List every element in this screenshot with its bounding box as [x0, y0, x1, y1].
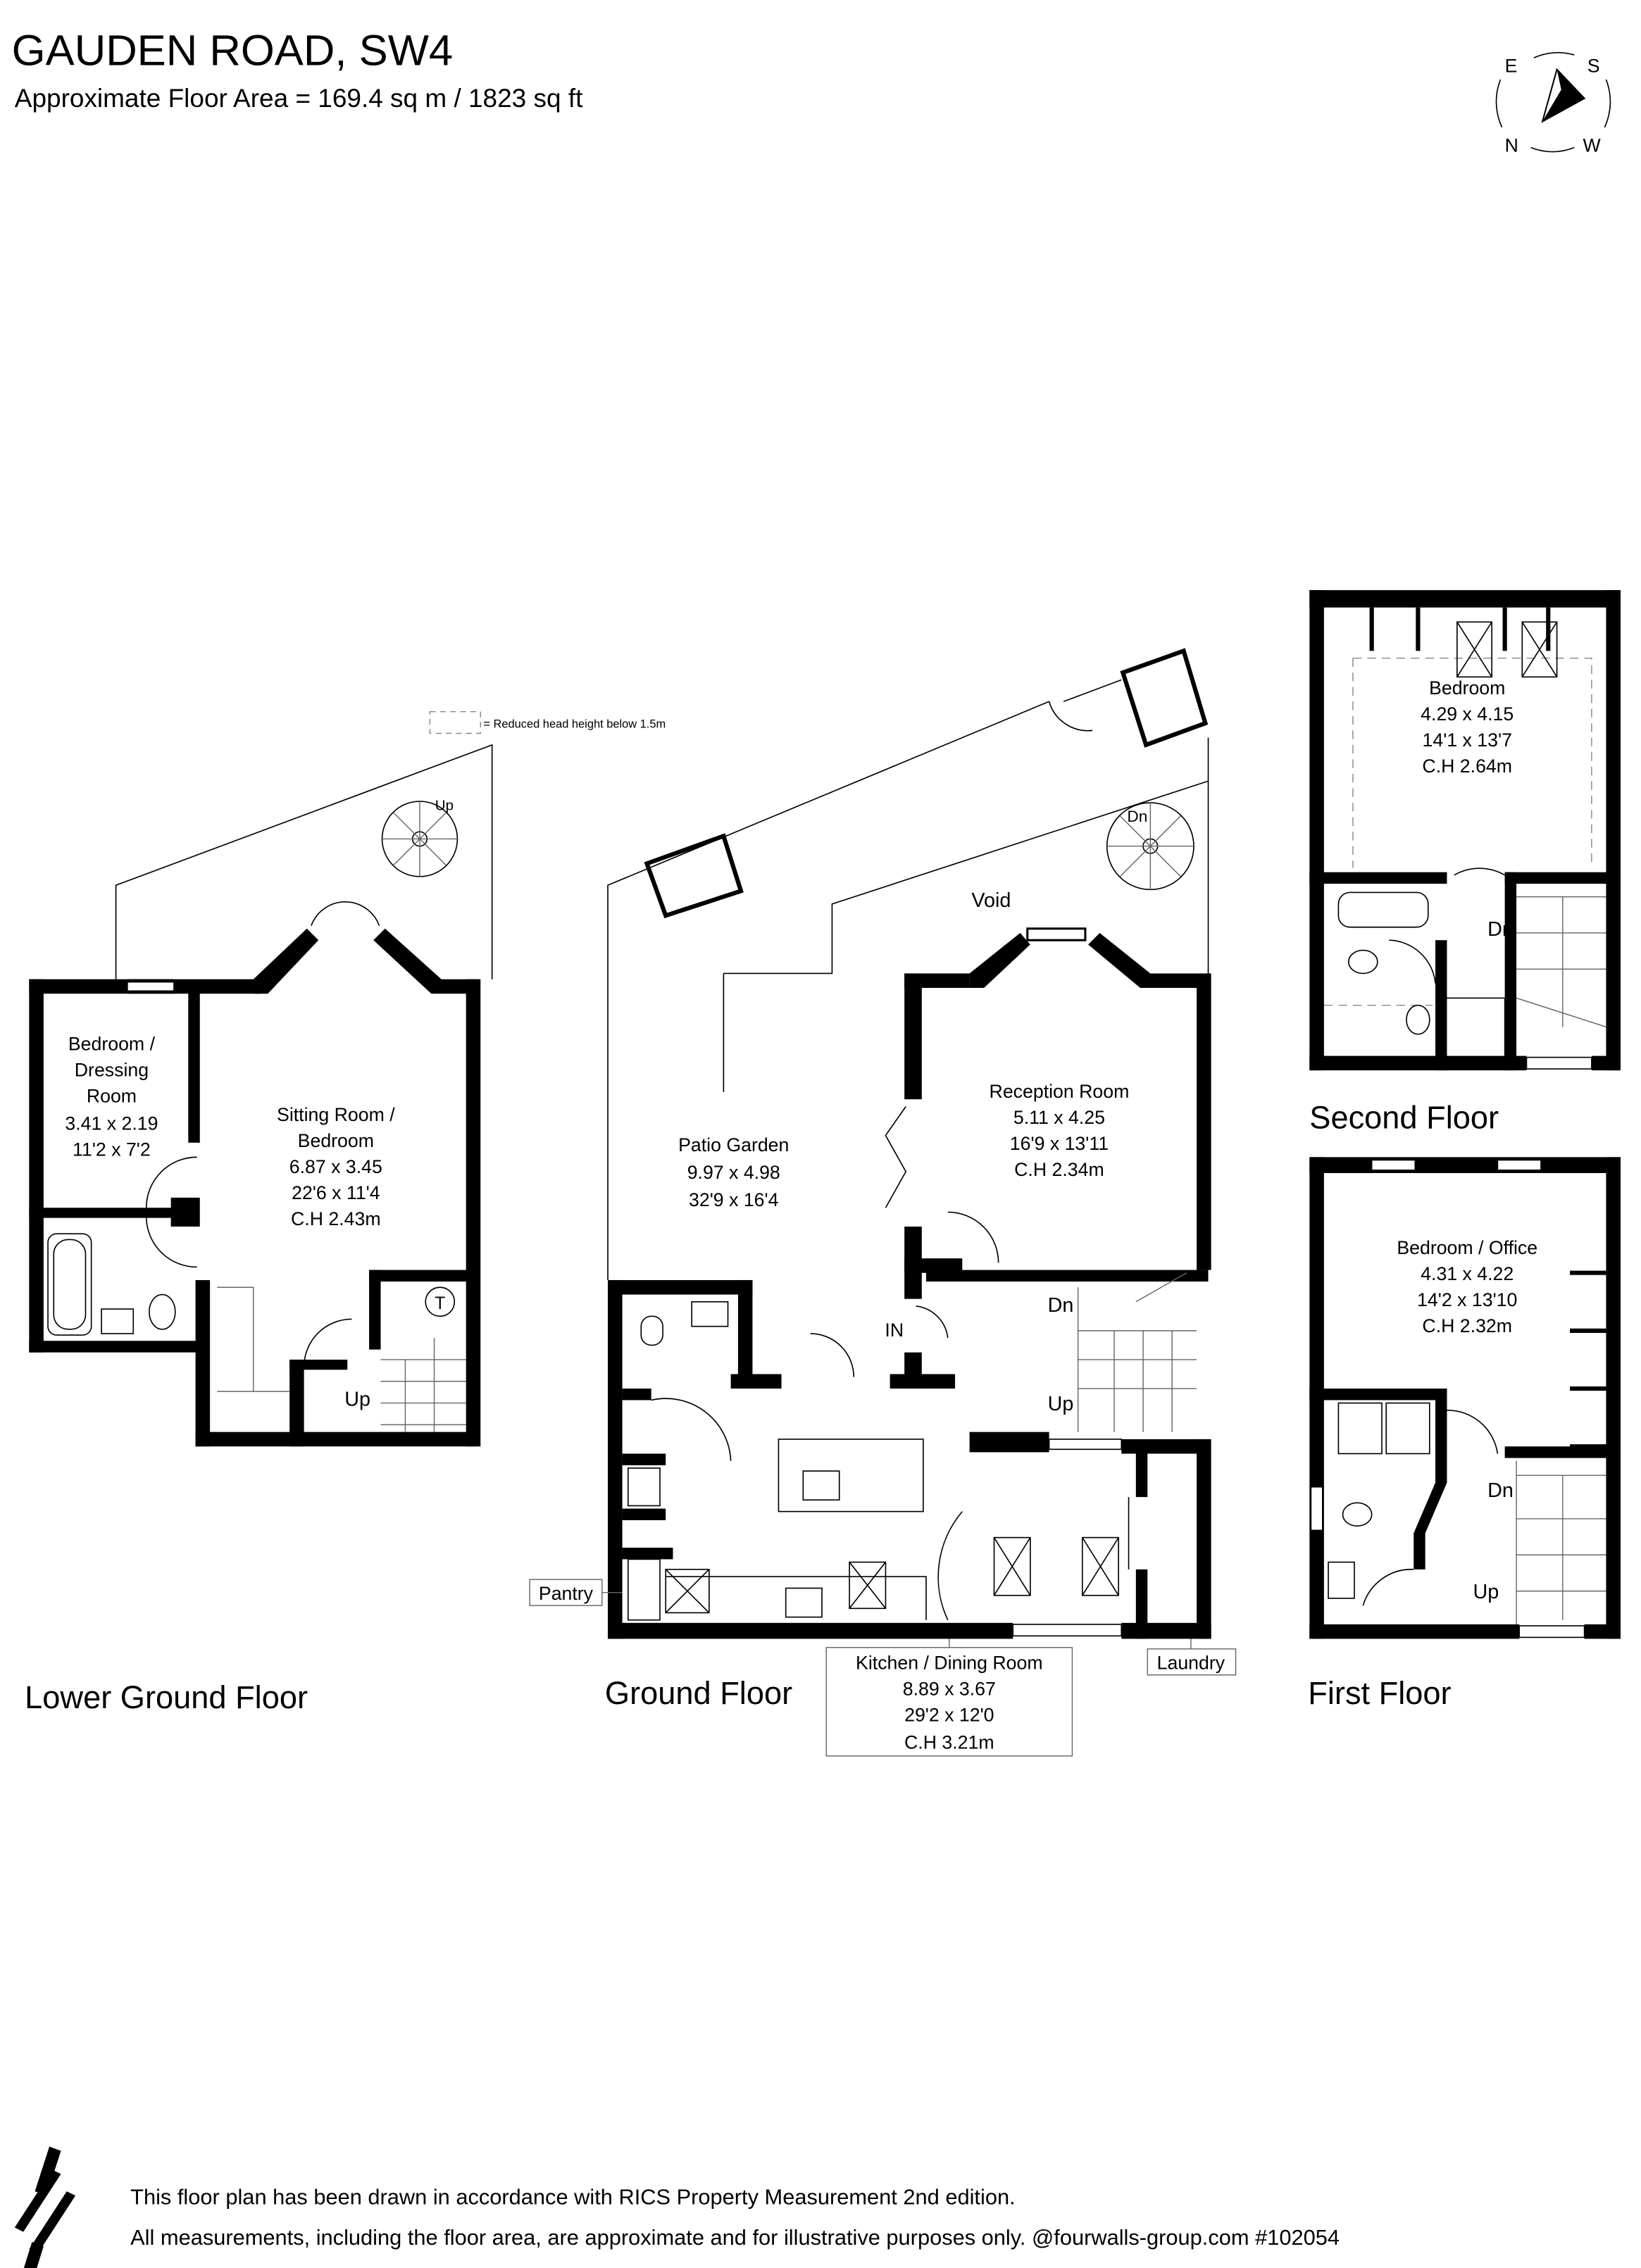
room-imperial: 29'2 x 12'0	[904, 1705, 994, 1726]
room-imperial: 16'9 x 13'11	[1010, 1133, 1109, 1154]
room-metric: 4.29 x 4.15	[1421, 703, 1514, 725]
room-pantry: Pantry	[529, 1579, 623, 1606]
basin-icon	[691, 1301, 729, 1327]
compass-s: S	[1587, 56, 1600, 77]
room-name: Reception Room	[990, 1081, 1130, 1102]
page-title: GAUDEN ROAD, SW4	[12, 26, 453, 75]
compass-e: E	[1505, 56, 1518, 77]
toilet-icon	[1342, 1502, 1373, 1527]
room-name-line1: Bedroom /	[68, 1033, 156, 1054]
room-metric: 5.11 x 4.25	[1013, 1107, 1105, 1128]
room-imperial: 22'6 x 11'4	[292, 1182, 380, 1203]
sink-icon	[802, 1470, 840, 1501]
room-metric: 9.97 x 4.98	[687, 1162, 780, 1183]
room-ceiling-height: C.H 2.64m	[1422, 756, 1512, 777]
room-patio-garden: Patio Garden 9.97 x 4.98 32'9 x 16'4	[678, 1134, 789, 1210]
dn-label: Dn	[1487, 918, 1514, 941]
basin-icon	[101, 1308, 135, 1334]
room-name: Laundry	[1157, 1653, 1225, 1674]
bathtub-icon	[47, 1233, 92, 1336]
legend: = Reduced head height below 1.5m	[429, 710, 666, 734]
dn-spiral-label: Dn	[1127, 808, 1147, 825]
first-floor: Bedroom / Office 4.31 x 4.22 14'2 x 13'1…	[1308, 1157, 1621, 1711]
entrance-label: IN	[885, 1320, 904, 1341]
compass-n: N	[1505, 135, 1518, 156]
floor-title-lower-ground: Lower Ground Floor	[25, 1679, 308, 1715]
room-ceiling-height: C.H 2.43m	[291, 1208, 381, 1229]
room-laundry: Laundry	[1147, 1639, 1237, 1676]
room-name-line2: Bedroom	[298, 1130, 374, 1151]
room-name: Patio Garden	[678, 1134, 789, 1155]
room-kitchen-dining: Kitchen / Dining Room 8.89 x 3.67 29'2 x…	[825, 1639, 1073, 1757]
room-name: Bedroom	[1429, 677, 1505, 698]
floor-title-second: Second Floor	[1309, 1099, 1499, 1135]
room-name-line3: Room	[87, 1085, 137, 1106]
footer-line-2: All measurements, including the floor ar…	[130, 2225, 1340, 2250]
staircase	[1077, 1272, 1197, 1432]
lower-ground-floor: T Up Up Bedroom / Dressing Room 3.41 x 2…	[25, 744, 493, 1715]
ground-floor: Dn Void IN	[529, 648, 1237, 1757]
room-ceiling-height: C.H 2.32m	[1422, 1315, 1512, 1336]
basin-icon	[1406, 1004, 1430, 1035]
spiral-stair-icon	[381, 801, 458, 877]
room-reception: Reception Room 5.11 x 4.25 16'9 x 13'11 …	[990, 1081, 1130, 1180]
compass-w: W	[1583, 135, 1602, 156]
floor-area: Approximate Floor Area = 169.4 sq m / 18…	[15, 84, 583, 113]
void-label: Void	[971, 889, 1011, 912]
basin-icon	[1328, 1561, 1355, 1599]
up-label: Up	[1048, 1393, 1074, 1415]
spiral-stair-icon	[1106, 802, 1194, 891]
shower-icon	[1337, 1402, 1383, 1455]
toilet-icon	[1347, 949, 1378, 975]
tank-icon	[425, 1286, 456, 1317]
up-stairs-label: Up	[344, 1389, 370, 1411]
room-metric: 4.31 x 4.22	[1421, 1263, 1514, 1284]
room-ceiling-height: C.H 2.34m	[1014, 1159, 1104, 1180]
second-floor: Bedroom 4.29 x 4.15 14'1 x 13'7 C.H 2.64…	[1309, 590, 1621, 1135]
room-name-line2: Dressing	[75, 1059, 149, 1080]
toilet-icon	[640, 1315, 663, 1346]
room-bedroom-dressing: Bedroom / Dressing Room 3.41 x 2.19 11'2…	[65, 1033, 158, 1160]
legend-text: = Reduced head height below 1.5m	[483, 718, 666, 730]
hob-icon	[785, 1587, 823, 1618]
room-metric: 6.87 x 3.45	[289, 1156, 382, 1177]
shower-icon	[1385, 1402, 1430, 1455]
dn-label: Dn	[1487, 1479, 1514, 1502]
dn-label: Dn	[1048, 1294, 1074, 1317]
footer-line-1: This floor plan has been drawn in accord…	[130, 2185, 1016, 2210]
room-first-bedroom-office: Bedroom / Office 4.31 x 4.22 14'2 x 13'1…	[1397, 1237, 1537, 1336]
bathtub-icon	[1337, 891, 1429, 928]
room-imperial: 32'9 x 16'4	[689, 1189, 779, 1210]
room-sitting-room: Sitting Room / Bedroom 6.87 x 3.45 22'6 …	[277, 1104, 395, 1229]
room-name: Bedroom / Office	[1397, 1237, 1537, 1258]
room-ceiling-height: C.H 3.21m	[904, 1732, 994, 1753]
room-name: Kitchen / Dining Room	[856, 1653, 1043, 1674]
room-imperial: 14'1 x 13'7	[1423, 729, 1512, 751]
tank-label: T	[435, 1294, 445, 1313]
room-metric: 3.41 x 2.19	[65, 1113, 158, 1134]
room-name: Pantry	[539, 1583, 594, 1604]
floor-title-first: First Floor	[1308, 1675, 1451, 1711]
up-label: Up	[1473, 1581, 1499, 1603]
kitchen-island	[778, 1439, 924, 1512]
room-imperial: 14'2 x 13'10	[1417, 1289, 1517, 1310]
room-name-line1: Sitting Room /	[277, 1104, 395, 1125]
skylight-icon	[849, 1536, 1119, 1610]
room-second-bedroom: Bedroom 4.29 x 4.15 14'1 x 13'7 C.H 2.64…	[1421, 677, 1514, 777]
floor-title-ground: Ground Floor	[605, 1675, 792, 1711]
compass-icon: E S N W	[1495, 51, 1611, 156]
room-imperial: 11'2 x 7'2	[73, 1139, 151, 1160]
toilet-icon	[149, 1293, 176, 1330]
fourwalls-logo-icon	[14, 2146, 76, 2268]
up-spiral-label: Up	[435, 797, 454, 813]
room-metric: 8.89 x 3.67	[903, 1679, 996, 1700]
